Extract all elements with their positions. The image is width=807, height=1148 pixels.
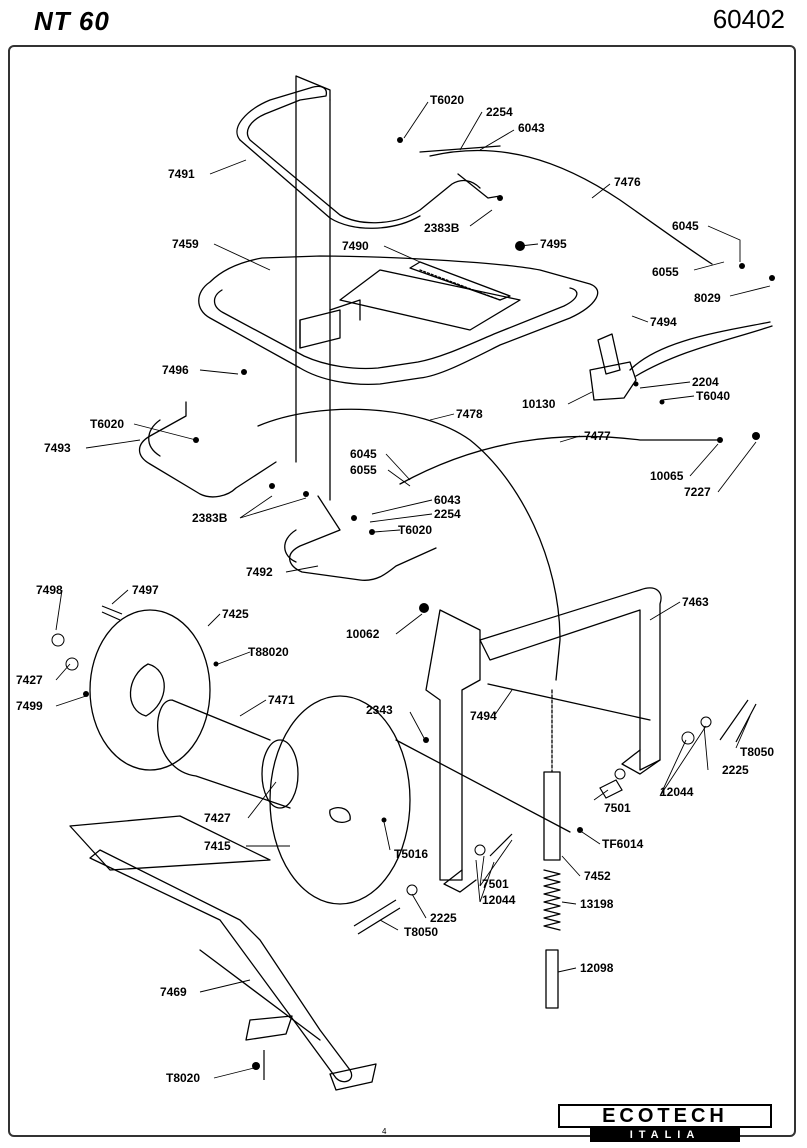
label-7494: 7494 <box>650 315 677 329</box>
label-10130: 10130 <box>522 397 556 411</box>
label-T5016: T5016 <box>394 847 428 861</box>
label-7491: 7491 <box>168 167 195 181</box>
logo-brand: ECOTECH <box>558 1104 772 1128</box>
label-7493: 7493 <box>44 441 71 455</box>
label-7477: 7477 <box>584 429 611 443</box>
drum-7471 <box>157 699 291 809</box>
label-T6020-b: T6020 <box>90 417 124 431</box>
label-T6020: T6020 <box>430 93 464 107</box>
cable-7477 <box>399 435 721 485</box>
label-2343: 2343 <box>366 703 393 717</box>
label-10062: 10062 <box>346 627 380 641</box>
model-title: NT 60 <box>34 6 110 36</box>
frame-7459 <box>198 255 599 386</box>
document-code: 60402 <box>712 4 785 34</box>
label-T8050: T8050 <box>740 745 774 759</box>
label-2254: 2254 <box>486 105 513 119</box>
label-12098: 12098 <box>580 961 614 975</box>
label-6045-b: 6045 <box>350 447 377 461</box>
spring-13198 <box>543 869 561 931</box>
handle-7492 <box>289 495 437 581</box>
logo-sub: ITALIA <box>590 1128 740 1142</box>
handle-7493 <box>138 401 277 498</box>
label-7499: 7499 <box>16 699 43 713</box>
label-6043-b: 6043 <box>434 493 461 507</box>
label-7427: 7427 <box>16 673 43 687</box>
arm-7463 <box>479 587 662 771</box>
cable-7478 <box>257 408 561 681</box>
label-2383B-b: 2383B <box>192 511 228 525</box>
label-7494-b: 7494 <box>470 709 497 723</box>
label-7497: 7497 <box>132 583 159 597</box>
label-6043: 6043 <box>518 121 545 135</box>
label-7476: 7476 <box>614 175 641 189</box>
label-2383B: 2383B <box>424 221 460 235</box>
arm-7452 <box>425 609 481 881</box>
page-number: 4 <box>382 1127 387 1136</box>
label-2254-b: 2254 <box>434 507 461 521</box>
label-7463: 7463 <box>682 595 709 609</box>
label-6055-b: 6055 <box>350 463 377 477</box>
label-T6020-c: T6020 <box>398 523 432 537</box>
label-7496: 7496 <box>162 363 189 377</box>
label-T8050-b: T8050 <box>404 925 438 939</box>
diagram-frame <box>8 45 796 1137</box>
label-2204: 2204 <box>692 375 719 389</box>
label-6055: 6055 <box>652 265 679 279</box>
lever-10130 <box>589 333 637 401</box>
label-7501: 7501 <box>604 801 631 815</box>
label-7501-b: 7501 <box>482 877 509 891</box>
label-7498: 7498 <box>36 583 63 597</box>
disc-7415 <box>269 695 411 905</box>
spring-holder-7452 <box>543 771 561 861</box>
label-TF6014: TF6014 <box>602 837 644 851</box>
label-7469: 7469 <box>160 985 187 999</box>
label-7478: 7478 <box>456 407 483 421</box>
label-7425: 7425 <box>222 607 249 621</box>
axle-7469 <box>69 815 271 871</box>
label-7452: 7452 <box>584 869 611 883</box>
label-7227: 7227 <box>684 485 711 499</box>
label-7459: 7459 <box>172 237 199 251</box>
label-T8020: T8020 <box>166 1071 200 1085</box>
label-2225: 2225 <box>722 763 749 777</box>
label-7490: 7490 <box>342 239 369 253</box>
label-T6040: T6040 <box>696 389 730 403</box>
label-7471: 7471 <box>268 693 295 707</box>
rod-12098 <box>545 949 559 1009</box>
label-12044-b: 12044 <box>482 893 516 907</box>
disc-7425 <box>89 609 211 771</box>
label-7495: 7495 <box>540 237 567 251</box>
label-7415: 7415 <box>204 839 231 853</box>
label-13198: 13198 <box>580 897 614 911</box>
handle-7491 <box>236 85 481 224</box>
vertical-plane <box>295 75 331 463</box>
label-T88020: T88020 <box>248 645 289 659</box>
label-7492: 7492 <box>246 565 273 579</box>
label-2225-b: 2225 <box>430 911 457 925</box>
cable-7476 <box>429 149 713 265</box>
label-10065: 10065 <box>650 469 684 483</box>
label-8029: 8029 <box>694 291 721 305</box>
label-7427-b: 7427 <box>204 811 231 825</box>
ecotech-logo: ECOTECH ITALIA <box>558 1104 772 1142</box>
label-6045: 6045 <box>672 219 699 233</box>
label-12044: 12044 <box>660 785 694 799</box>
